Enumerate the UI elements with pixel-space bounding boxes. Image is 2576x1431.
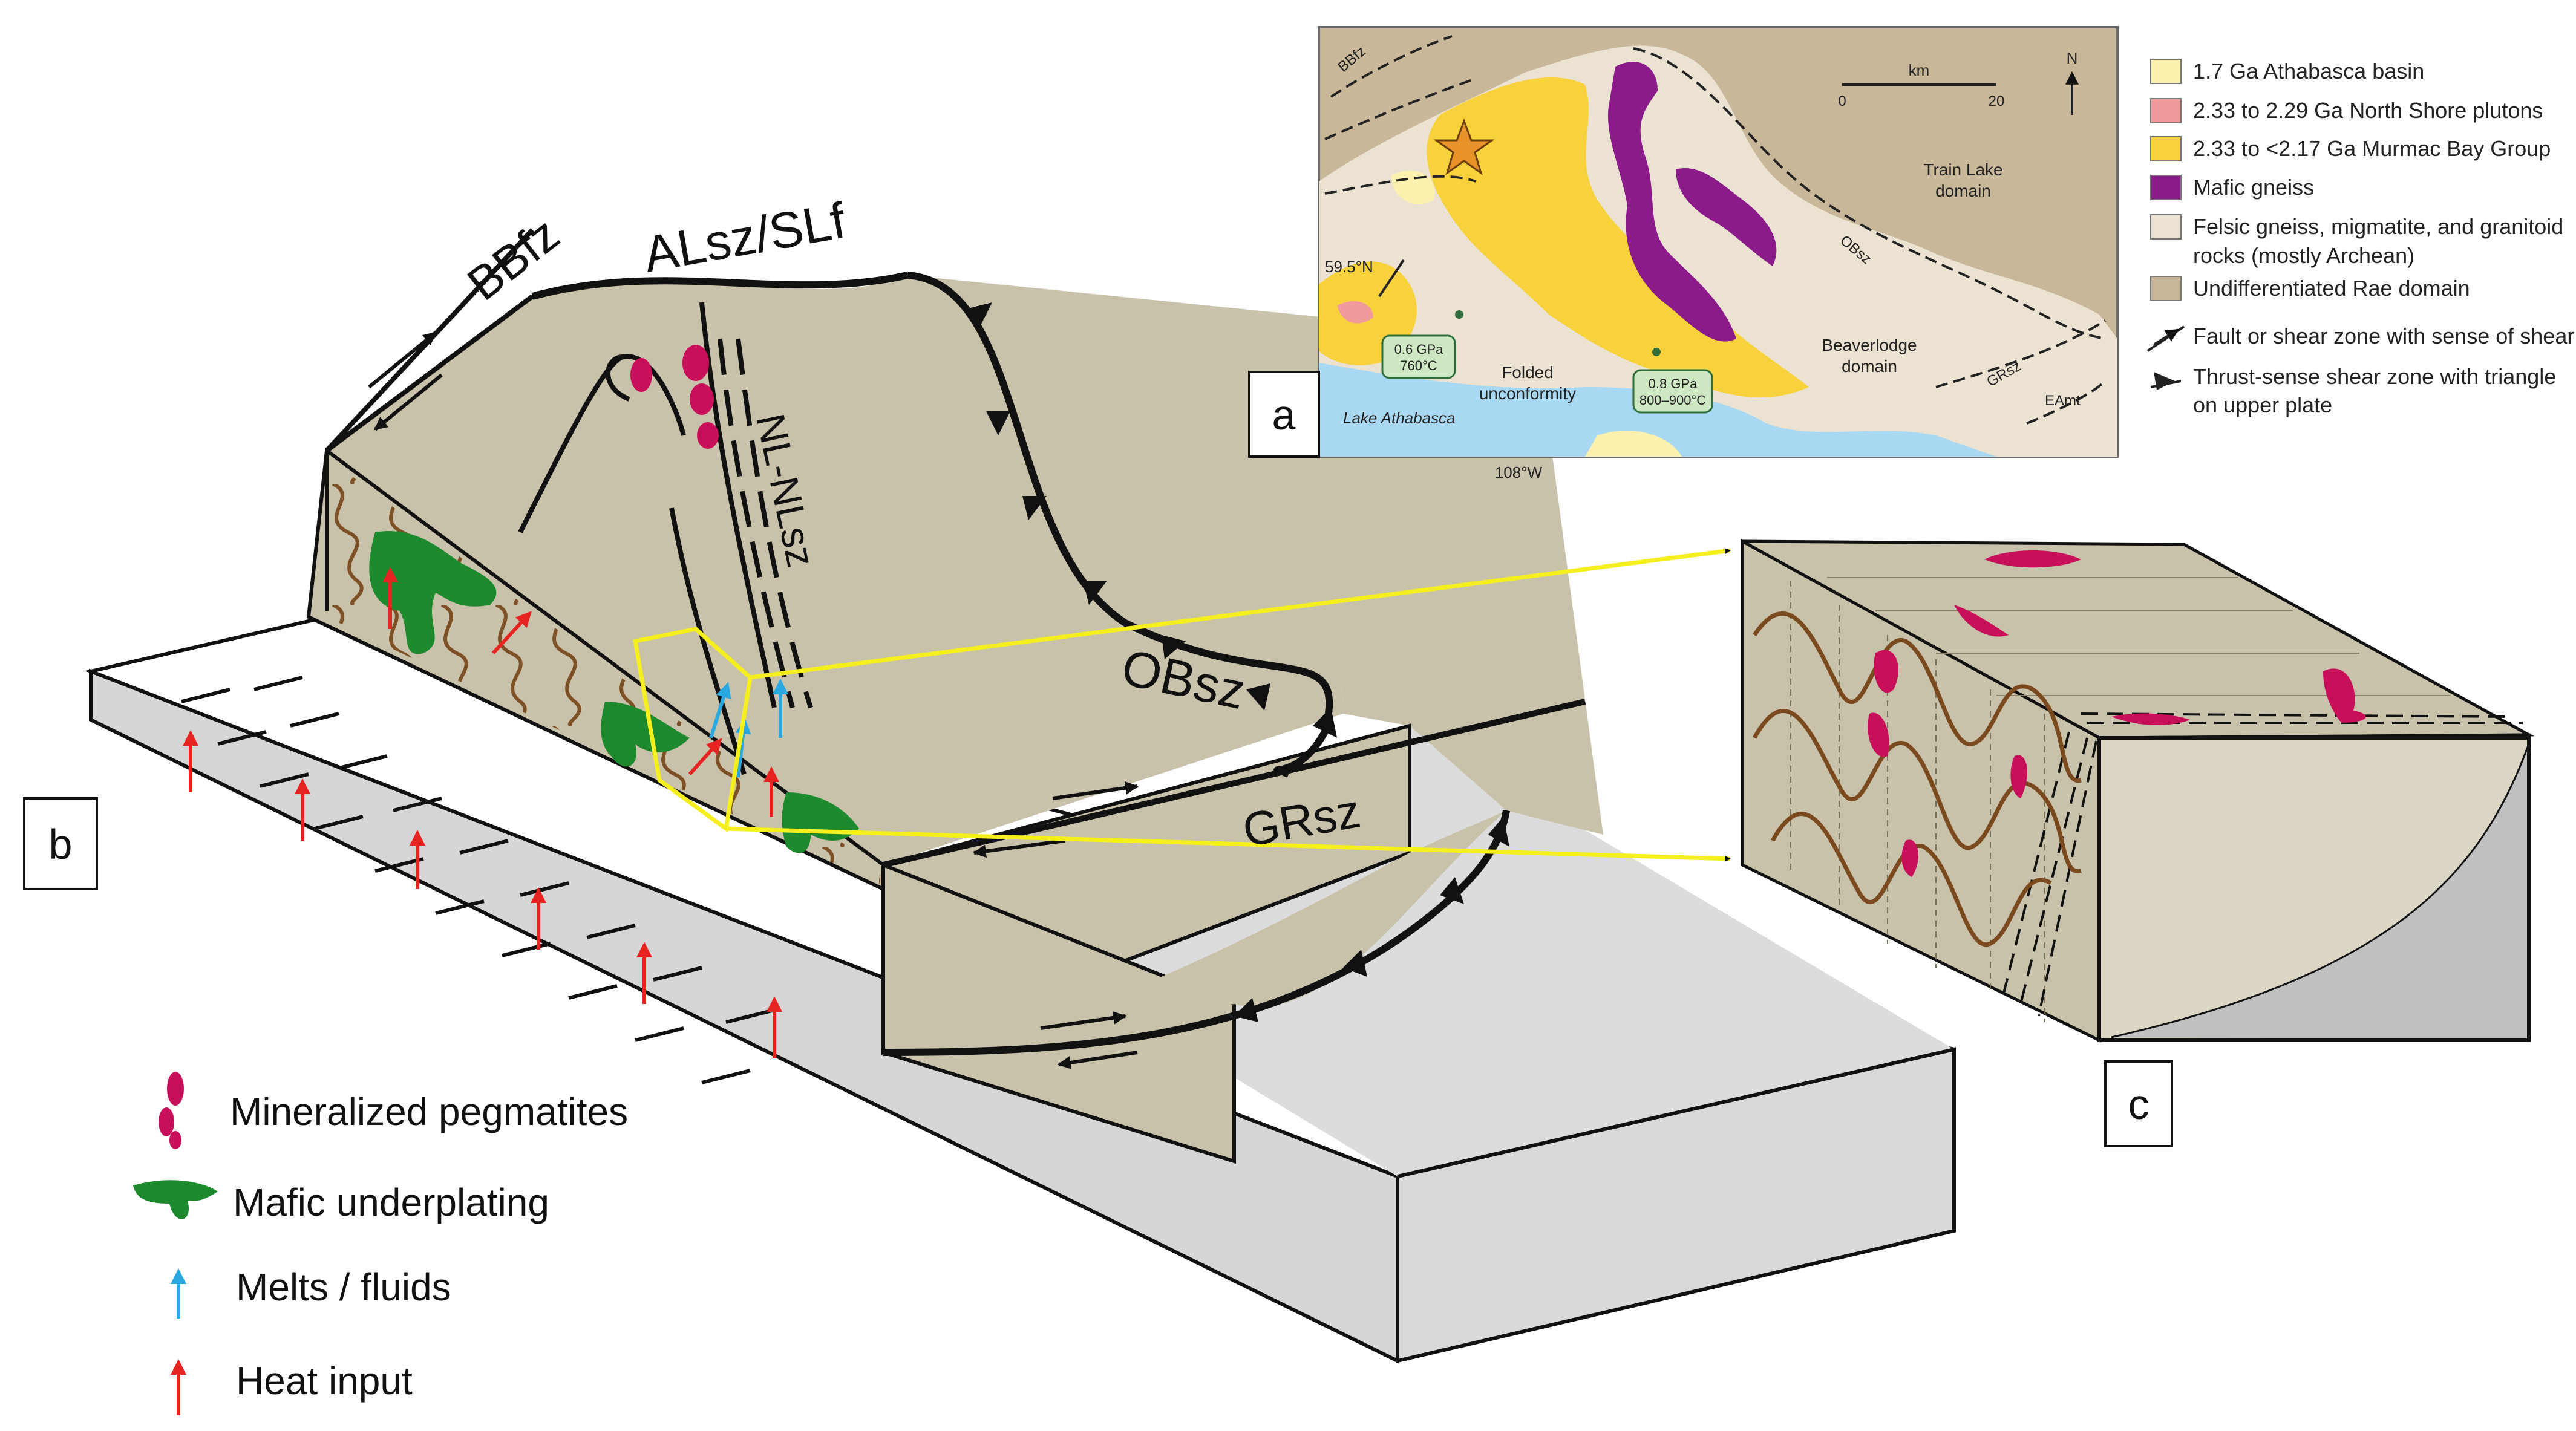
map-legend-0: 1.7 Ga Athabasca basin: [2193, 59, 2424, 83]
shear-arrows: [368, 331, 1139, 1069]
nlsz-traces: [518, 302, 813, 775]
map-legend: 1.7 Ga Athabasca basin 2.33 to 2.29 Ga N…: [2146, 59, 2574, 417]
map-scale-20: 20: [1989, 93, 2005, 109]
block-diagram: BBfz ALsz/SLf NL-NLsz OBsz GRsz b: [23, 192, 1956, 1364]
lower-block-side: [881, 862, 1236, 1164]
map-legend-1: 2.33 to 2.29 Ga North Shore plutons: [2193, 98, 2543, 123]
obsz-trace: [907, 272, 1333, 778]
thrust-triangles: [968, 302, 1509, 1022]
map-pt1-b: 760°C: [1400, 358, 1437, 373]
label-alsz: ALsz/SLf: [639, 192, 850, 283]
map-legend-5: Undifferentiated Rae domain: [2193, 276, 2470, 301]
c-pegmatites: [1868, 550, 2366, 877]
map-legend-2: 2.33 to <2.17 Ga Murmac Bay Group: [2193, 136, 2551, 161]
map-scale-0: 0: [1838, 93, 1846, 109]
map-legend-line-0: Fault or shear zone with sense of shear: [2193, 324, 2574, 348]
map-north: N: [2067, 49, 2078, 67]
map-pt2-a: 0.8 GPa: [1649, 376, 1698, 391]
legend-b-label-3: Heat input: [236, 1359, 413, 1403]
alsz-trace: [531, 272, 909, 300]
map-eamt: EAmt: [2045, 393, 2081, 409]
legend-b-label-1: Mafic underplating: [233, 1181, 549, 1224]
fault-icon: [2146, 325, 2185, 352]
upper-block-top: [327, 275, 1344, 883]
map-legend-line-1b: on upper plate: [2193, 393, 2332, 417]
map-lon: 108°W: [1495, 463, 1543, 481]
map-scale-km: km: [1909, 61, 1930, 79]
map-legend-3: Mafic gneiss: [2193, 175, 2314, 200]
map-pt1-a: 0.6 GPa: [1394, 342, 1443, 357]
heat-arrows: [183, 730, 782, 1058]
thrust-icon: [2150, 372, 2182, 390]
legend-b-label-2: Melts / fluids: [236, 1265, 451, 1309]
pegmatites-top: [630, 345, 719, 449]
pegmatite-icon: [159, 1072, 184, 1149]
star-icon: [1433, 118, 1495, 175]
callout-box: [632, 548, 1731, 862]
c-slab: [2111, 744, 2529, 1040]
map-train-lake-2: domain: [1935, 181, 1991, 200]
grsz-trace: [883, 810, 1510, 1056]
lower-block-top: [883, 810, 1506, 1052]
map-pt2-b: 800–900°C: [1639, 393, 1706, 408]
map-beaverlodge-2: domain: [1842, 357, 1897, 376]
foliation-dashes: [181, 676, 775, 1084]
map-train-lake-1: Train Lake: [1923, 160, 2002, 179]
map-lake-athabasca: Lake Athabasca: [1343, 409, 1456, 427]
legend-b-label-0: Mineralized pegmatites: [230, 1090, 628, 1133]
map-lat: 59.5°N: [1325, 258, 1373, 276]
mafic-icon: [133, 1180, 218, 1219]
panel-label-a: a: [1272, 391, 1296, 438]
map-beaverlodge-1: Beaverlodge: [1822, 336, 1917, 354]
map-legend-line-1a: Thrust-sense shear zone with triangle: [2193, 364, 2556, 389]
panel-c: c: [1741, 538, 2535, 1147]
map-legend-4b: rocks (mostly Archean): [2193, 243, 2414, 268]
legend-b: Mineralized pegmatites Mafic underplatin…: [133, 1072, 628, 1415]
map-legend-4a: Felsic gneiss, migmatite, and granitoid: [2193, 214, 2563, 239]
panel-label-c: c: [2128, 1081, 2149, 1128]
panel-label-b: b: [49, 821, 73, 868]
map-folded-2: unconformity: [1479, 384, 1576, 403]
map-folded-1: Folded: [1502, 363, 1554, 382]
panel-a-map: 0.6 GPa 760°C 0.8 GPa 800–900°C km 0 20 …: [1248, 26, 2119, 481]
mafic-blobs: [369, 531, 859, 853]
